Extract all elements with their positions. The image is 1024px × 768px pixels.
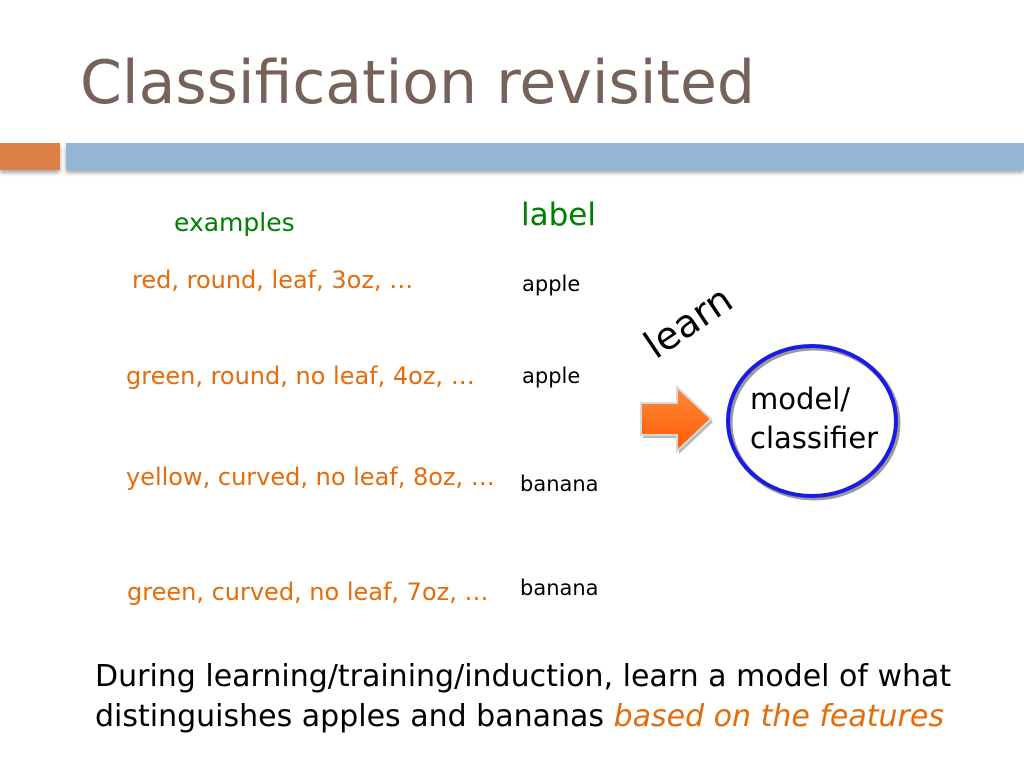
example-label: banana: [520, 472, 599, 496]
model-classifier-text: model/ classifier: [750, 380, 878, 458]
bottom-description-text: During learning/training/induction, lear…: [95, 659, 952, 734]
title-accent-bar-blue: [66, 143, 1024, 170]
right-arrow-icon: [640, 384, 713, 454]
example-label: apple: [522, 364, 581, 388]
bottom-emphasis: based on the features: [613, 699, 944, 734]
slide-title: Classification revisited: [80, 48, 755, 118]
example-features: yellow, curved, no leaf, 8oz, …: [126, 463, 495, 491]
bottom-description: During learning/training/induction, lear…: [95, 657, 995, 737]
model-text-line2: classifier: [750, 421, 879, 455]
model-text-line1: model/: [750, 382, 851, 416]
example-features: red, round, leaf, 3oz, …: [132, 266, 414, 294]
label-header: label: [521, 197, 596, 233]
model-circle: [726, 344, 901, 501]
example-label: apple: [522, 272, 581, 296]
example-features: green, curved, no leaf, 7oz, …: [127, 578, 489, 606]
example-label: banana: [520, 576, 599, 600]
examples-header: examples: [174, 208, 295, 237]
title-accent-bar-orange: [0, 143, 60, 170]
example-features: green, round, no leaf, 4oz, …: [126, 362, 475, 390]
